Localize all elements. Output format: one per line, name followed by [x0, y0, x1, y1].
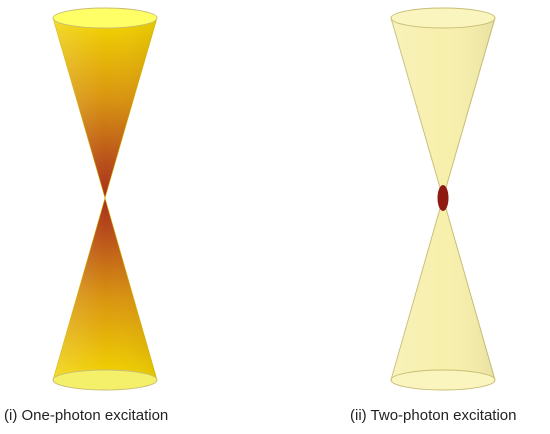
two-photon-top-rim — [390, 7, 496, 29]
two-photon-focal-spot — [437, 185, 449, 211]
one-photon-cone — [52, 7, 158, 391]
one-photon-bottom-rim — [52, 369, 158, 391]
one-photon-top-rim — [52, 7, 158, 29]
two-photon-caption: (ii) Two-photon excitation — [350, 407, 517, 424]
two-photon-bottom-rim — [390, 369, 496, 391]
two-photon-cone — [390, 7, 496, 391]
one-photon-caption: (i) One-photon excitation — [4, 407, 169, 424]
